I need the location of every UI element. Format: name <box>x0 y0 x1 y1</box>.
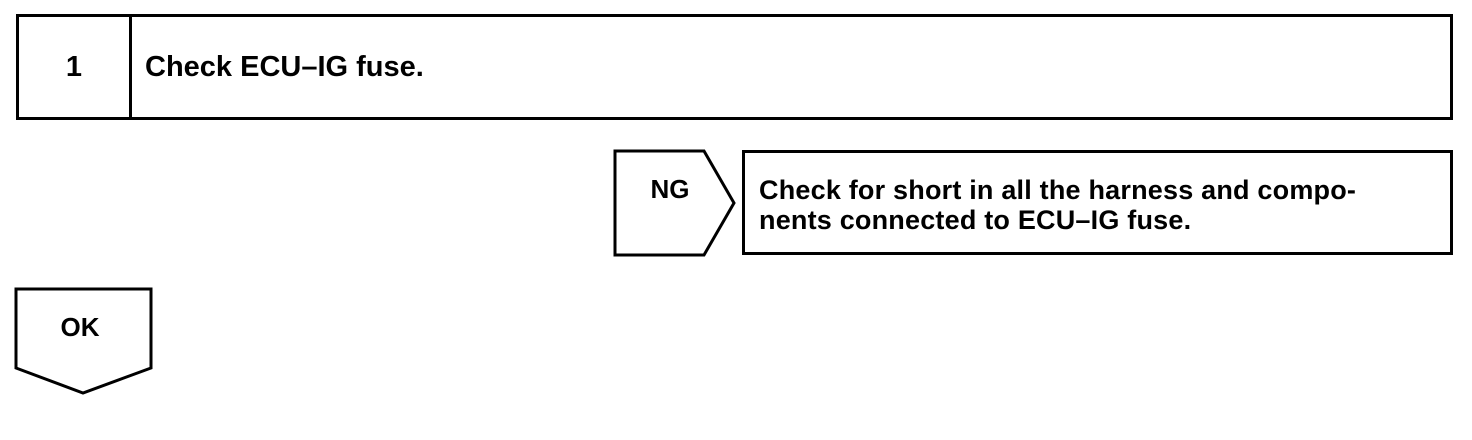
ok-arrow-shape <box>14 287 153 395</box>
step-box: 1 Check ECU–IG fuse. <box>16 14 1453 120</box>
ng-label: NG <box>650 174 690 204</box>
ng-action-box: Check for short in all the harness and c… <box>742 150 1453 255</box>
ng-arrow-shape <box>613 149 736 257</box>
ok-label: OK <box>60 312 100 342</box>
ng-action-line-1: Check for short in all the harness and c… <box>759 175 1357 205</box>
step-title: Check ECU–IG fuse. <box>145 50 424 83</box>
ng-action-line-2: nents connected to ECU–IG fuse. <box>759 205 1192 235</box>
step-number: 1 <box>19 17 132 117</box>
